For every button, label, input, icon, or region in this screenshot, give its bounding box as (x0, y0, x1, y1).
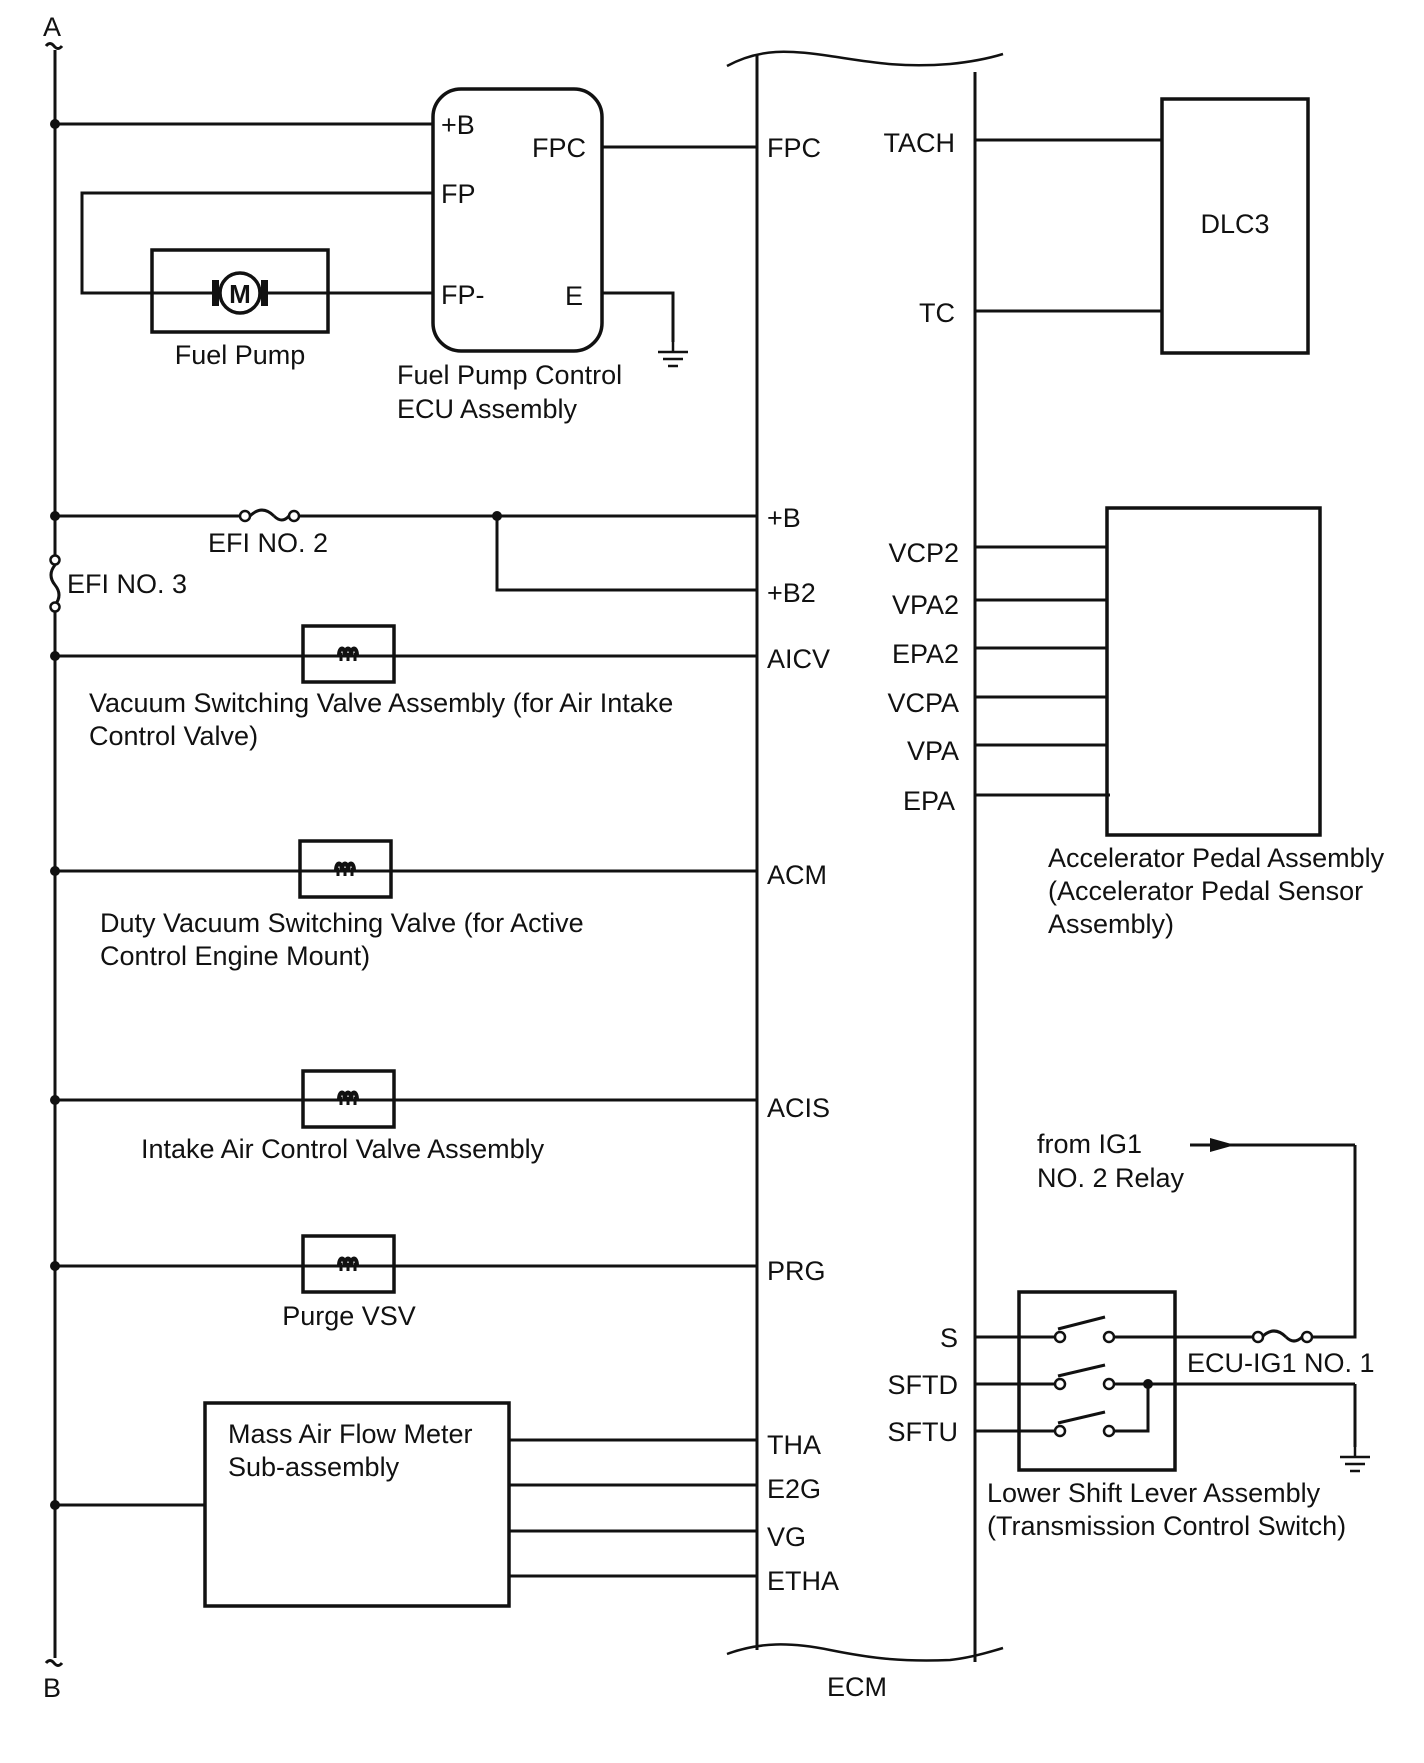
switch-icon (1053, 1410, 1116, 1438)
maf-meter: Mass Air Flow Meter Sub-assembly (203, 1401, 511, 1608)
fuse-efi2-label: EFI NO. 2 (208, 528, 328, 558)
ground-icon (656, 340, 690, 368)
solenoid-icon (337, 1256, 359, 1273)
maf-label-line2: Sub-assembly (228, 1452, 400, 1482)
fpecu-pin-fpc: FPC (532, 133, 586, 163)
ecm-pin-e2g: E2G (767, 1474, 821, 1504)
ground-icon (1338, 1445, 1372, 1473)
dlc3: DLC3 (1160, 97, 1310, 355)
dlc3-label: DLC3 (1200, 209, 1269, 239)
vsv-aicv-label-line1: Vacuum Switching Valve Assembly (for Air… (89, 688, 673, 718)
ecm-label: ECM (827, 1672, 887, 1702)
fpecu-pin-plus-b: +B (441, 110, 475, 140)
shift-lever-label-line1: Lower Shift Lever Assembly (987, 1478, 1321, 1508)
acis-valve: Intake Air Control Valve Assembly (141, 1069, 545, 1164)
accel-pedal: Accelerator Pedal Assembly (Accelerator … (1048, 506, 1385, 939)
connector-b-label: B (43, 1673, 61, 1703)
ecm-pin-vpa2: VPA2 (892, 590, 959, 620)
ecm-body: ECM (726, 50, 1004, 1702)
fuse-efi3-icon (49, 554, 61, 613)
svg-text:M: M (229, 279, 251, 309)
ecm-pin-vcpa: VCPA (887, 688, 959, 718)
solenoid-icon (334, 861, 356, 878)
ecm-pin-sftd: SFTD (888, 1370, 959, 1400)
ecm-pin-etha: ETHA (767, 1566, 839, 1596)
switch-icon (1053, 1363, 1116, 1391)
fuse-efi2-icon (238, 508, 301, 523)
ecm-pin-vg: VG (767, 1522, 806, 1552)
fuel-pump: M Fuel Pump (150, 248, 330, 370)
accel-label-line3: Assembly) (1048, 909, 1174, 939)
fpecu-label-line2: ECU Assembly (397, 394, 578, 424)
dvsv-acm: Duty Vacuum Switching Valve (for Active … (100, 839, 584, 971)
ecm-pin-tc: TC (919, 298, 955, 328)
ecm-pin-vpa: VPA (907, 736, 959, 766)
ecm-pin-acis: ACIS (767, 1093, 830, 1123)
fpecu-pin-e: E (565, 281, 583, 311)
ecm-pin-plus-b: +B (767, 503, 801, 533)
accel-label-line2: (Accelerator Pedal Sensor (1048, 876, 1363, 906)
ecm-pin-epa2: EPA2 (892, 639, 959, 669)
ecm-pin-tach: TACH (884, 128, 956, 158)
connector-a-label: A (43, 12, 61, 42)
ig1-label-line2: NO. 2 Relay (1037, 1163, 1185, 1193)
ecm-pin-aicv: AICV (767, 644, 830, 674)
ecm-pin-epa: EPA (903, 786, 955, 816)
fuse-ecu-ig1-label: ECU-IG1 NO. 1 (1187, 1348, 1375, 1378)
shift-lever: Lower Shift Lever Assembly (Transmission… (987, 1290, 1346, 1541)
accel-label-line1: Accelerator Pedal Assembly (1048, 843, 1385, 873)
fuse-efi3-label: EFI NO. 3 (67, 569, 187, 599)
ecm-pin-sftu: SFTU (888, 1417, 959, 1447)
ecm-pin-fpc: FPC (767, 133, 821, 163)
fuse-ecu-ig1-icon (1251, 1329, 1314, 1344)
ecm-pin-vcp2: VCP2 (888, 538, 959, 568)
arrow-icon (1190, 1138, 1355, 1152)
dvsv-acm-label-line1: Duty Vacuum Switching Valve (for Active (100, 908, 584, 938)
maf-label-line1: Mass Air Flow Meter (228, 1419, 473, 1449)
vsv-aicv-label-line2: Control Valve) (89, 721, 258, 751)
ecm-pin-plus-b2: +B2 (767, 578, 816, 608)
ecm-pin-prg: PRG (767, 1256, 826, 1286)
purge-vsv: Purge VSV (282, 1234, 416, 1331)
ig1-label-line1: from IG1 (1037, 1129, 1142, 1159)
motor-icon: M (212, 271, 268, 315)
acis-valve-label: Intake Air Control Valve Assembly (141, 1134, 545, 1164)
ecm-pin-s: S (940, 1323, 958, 1353)
fuel-pump-label: Fuel Pump (175, 340, 306, 370)
dvsv-acm-label-line2: Control Engine Mount) (100, 941, 370, 971)
fpecu-label-line1: Fuel Pump Control (397, 360, 622, 390)
fuel-pump-ecu: +B FPC FP FP- E Fuel Pump Control ECU As… (397, 87, 622, 424)
vsv-aicv: Vacuum Switching Valve Assembly (for Air… (89, 624, 673, 751)
shift-lever-label-line2: (Transmission Control Switch) (987, 1511, 1346, 1541)
fpecu-pin-fp: FP (441, 179, 476, 209)
purge-vsv-label: Purge VSV (282, 1301, 416, 1331)
ecm-pin-tha: THA (767, 1430, 821, 1460)
solenoid-icon (337, 646, 359, 663)
ecm-pin-acm: ACM (767, 860, 827, 890)
power-bus: A B (43, 12, 64, 1703)
fpecu-pin-fp-minus: FP- (441, 280, 485, 310)
solenoid-icon (337, 1090, 359, 1107)
